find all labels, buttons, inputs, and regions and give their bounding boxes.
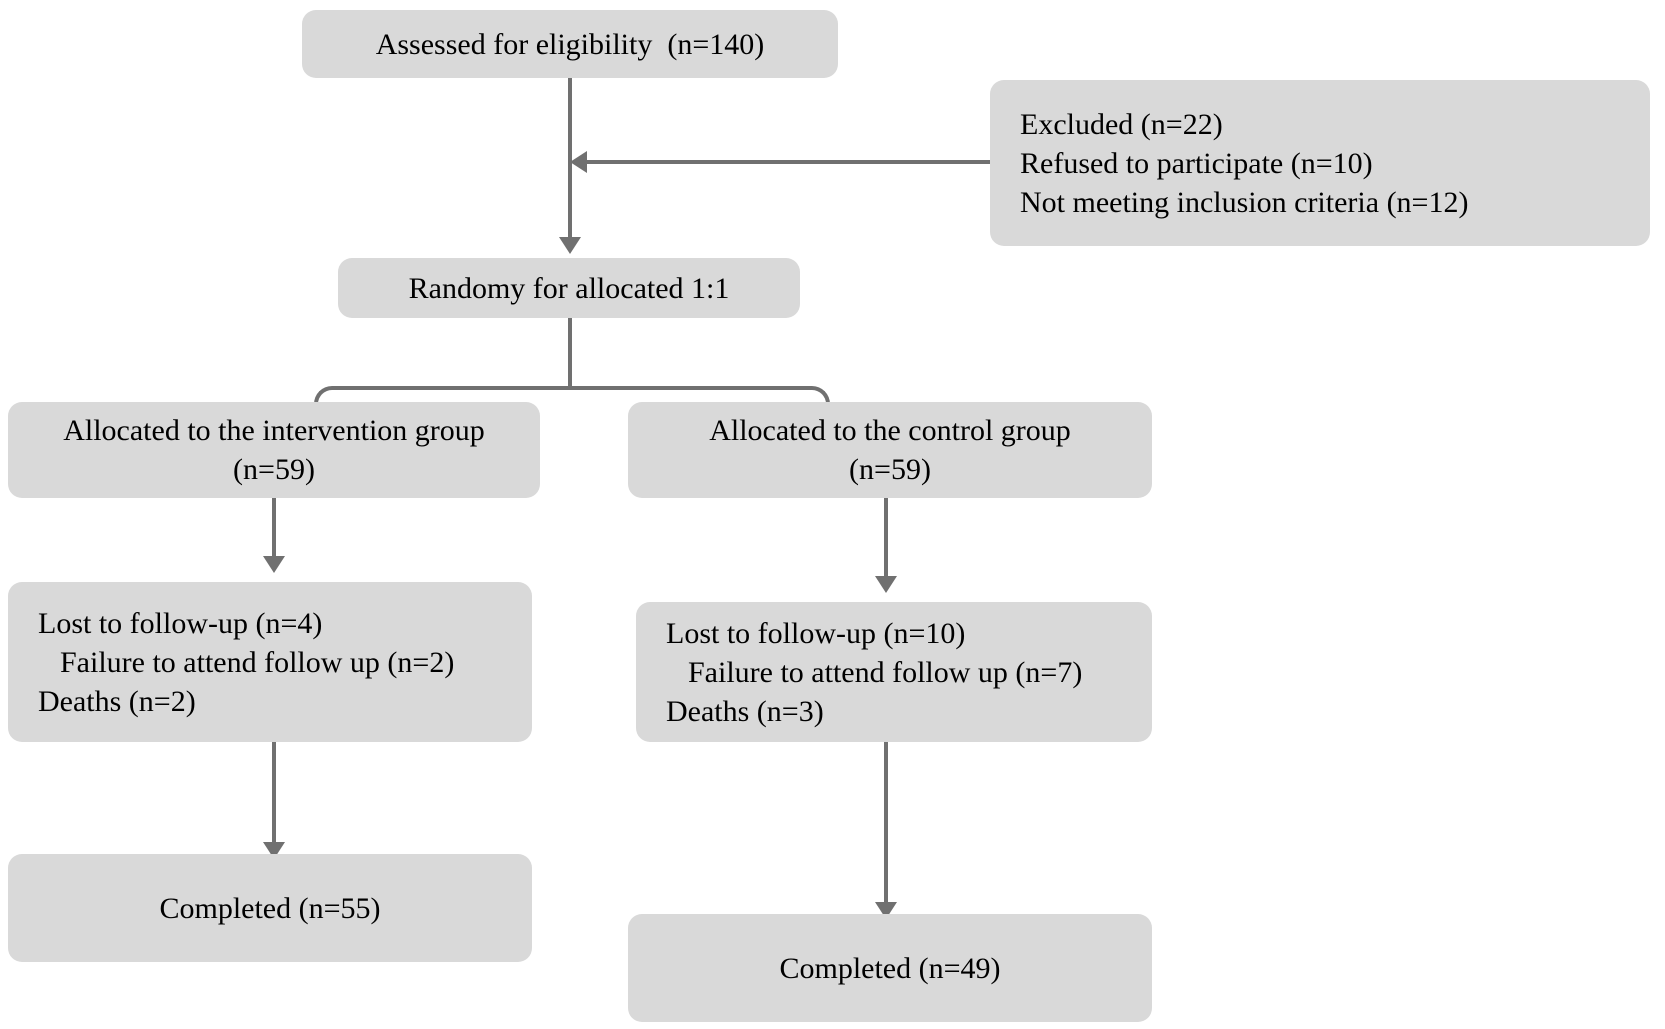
node-allocated-control-line-2: (n=59) bbox=[849, 453, 931, 486]
node-allocated-intervention-line-2: (n=59) bbox=[233, 453, 315, 486]
node-assessed-line-1: Assessed for eligibility (n=140) bbox=[375, 27, 765, 61]
node-lost-control-line-2: Failure to attend follow up (n=7) bbox=[688, 655, 1083, 689]
node-lost-intervention: Lost to follow-up (n=4) Failure to atten… bbox=[8, 582, 532, 742]
node-excluded-line-2: Refused to participate (n=10) bbox=[1020, 146, 1373, 180]
node-allocated-intervention-line-1: Allocated to the intervention group bbox=[63, 414, 485, 447]
connector-branch-elbow-left bbox=[314, 386, 338, 412]
node-allocated-intervention: Allocated to the intervention group (n=5… bbox=[8, 402, 540, 498]
node-allocated-control: Allocated to the control group (n=59) bbox=[628, 402, 1152, 498]
node-lost-control: Lost to follow-up (n=10) Failure to atte… bbox=[636, 602, 1152, 742]
node-completed-intervention-line-1: Completed (n=55) bbox=[159, 891, 381, 925]
arrow-intervention-alloc-to-lost bbox=[263, 556, 285, 573]
node-lost-intervention-line-3: Deaths (n=2) bbox=[38, 684, 196, 718]
arrow-excluded-to-trunk bbox=[570, 151, 587, 173]
connector-control-lost-to-completed bbox=[884, 742, 888, 906]
node-randomized: Randomy for allocated 1:1 bbox=[338, 258, 800, 318]
node-completed-control: Completed (n=49) bbox=[628, 914, 1152, 1022]
node-lost-intervention-line-2: Failure to attend follow up (n=2) bbox=[60, 645, 455, 679]
node-lost-control-line-1: Lost to follow-up (n=10) bbox=[666, 616, 966, 650]
connector-intervention-alloc-to-lost bbox=[272, 498, 276, 560]
connector-control-alloc-to-lost bbox=[884, 498, 888, 580]
node-completed-intervention: Completed (n=55) bbox=[8, 854, 532, 962]
connector-excluded-to-trunk bbox=[586, 160, 990, 164]
node-excluded: Excluded (n=22) Refused to participate (… bbox=[990, 80, 1650, 246]
node-excluded-line-1: Excluded (n=22) bbox=[1020, 107, 1223, 141]
node-lost-control-line-3: Deaths (n=3) bbox=[666, 694, 824, 728]
arrow-assessed-to-randomized bbox=[559, 237, 581, 254]
connector-branch-elbow-right bbox=[806, 386, 830, 412]
node-excluded-line-3: Not meeting inclusion criteria (n=12) bbox=[1020, 185, 1469, 219]
connector-randomized-stem bbox=[568, 318, 572, 388]
node-allocated-control-line-1: Allocated to the control group bbox=[709, 414, 1071, 447]
connector-branch-horizontal bbox=[334, 386, 810, 390]
node-randomized-line-1: Randomy for allocated 1:1 bbox=[408, 271, 730, 305]
arrow-control-alloc-to-lost bbox=[875, 576, 897, 593]
node-completed-control-line-1: Completed (n=49) bbox=[779, 951, 1001, 985]
node-assessed-for-eligibility: Assessed for eligibility (n=140) bbox=[302, 10, 838, 78]
connector-intervention-lost-to-completed bbox=[272, 742, 276, 846]
node-lost-intervention-line-1: Lost to follow-up (n=4) bbox=[38, 606, 323, 640]
